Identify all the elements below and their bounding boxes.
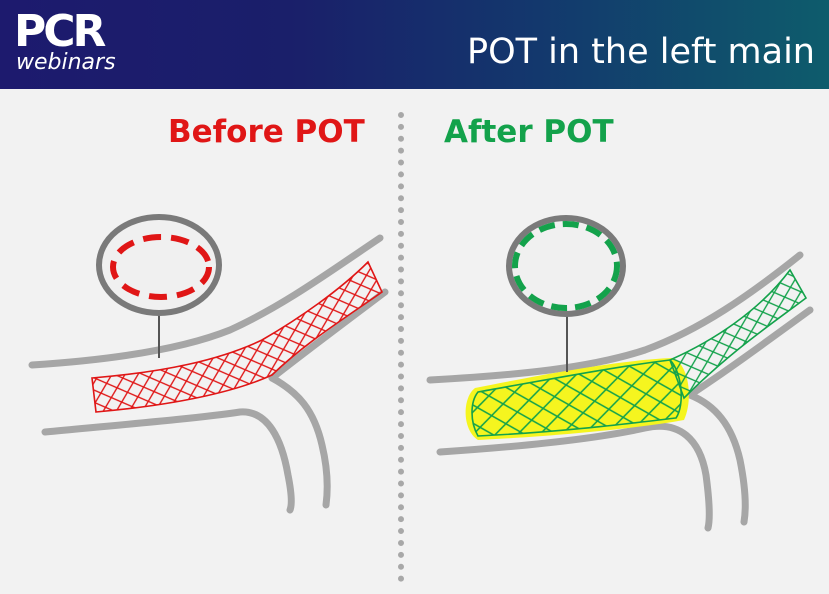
after-stent-main [471, 359, 682, 437]
logo-webinars-text: webinars [16, 50, 116, 75]
after-pot-label: After POT [444, 114, 614, 150]
before-cross-section-stent [110, 234, 212, 300]
before-stent [91, 260, 384, 413]
slide-title: POT in the left main [466, 32, 815, 72]
slide-header: PCR webinars POT in the left main [0, 0, 829, 89]
panel-divider [398, 112, 404, 582]
after-vessel-walls [426, 251, 814, 532]
after-pot-panel [426, 215, 814, 532]
after-cross-section-circle [506, 215, 626, 317]
after-cross-section-stent [512, 221, 620, 311]
before-pot-panel [28, 214, 389, 514]
before-pot-label: Before POT [168, 114, 365, 150]
before-vessel-walls [28, 234, 389, 514]
after-stent-side [668, 268, 808, 400]
pcr-webinars-logo: PCR webinars [14, 6, 134, 84]
logo-pcr-text: PCR [14, 6, 106, 57]
